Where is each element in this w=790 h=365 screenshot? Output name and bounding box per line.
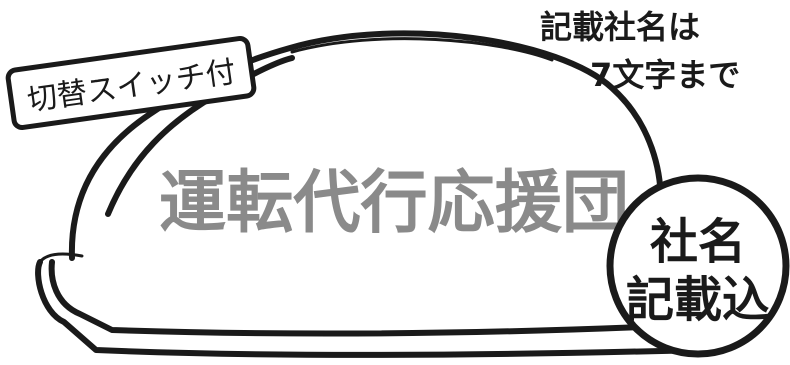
company-note-line1: 記載社名は (540, 8, 700, 46)
sign-dome-body (68, 30, 664, 261)
sign-main-text: 運転代行応援団 (159, 164, 629, 243)
badge-line2: 記載込 (626, 272, 770, 328)
sign-base-inner-rim (48, 259, 673, 337)
badge-line1: 社名 (650, 214, 746, 270)
company-note: 記載社名は 7文字まで (540, 8, 740, 94)
badge-circle (606, 174, 790, 358)
sign-base-lip (38, 252, 84, 264)
company-note-line2: 7文字まで (590, 56, 740, 94)
switch-label-tag (5, 35, 257, 131)
sign-dome-crest (290, 37, 554, 62)
